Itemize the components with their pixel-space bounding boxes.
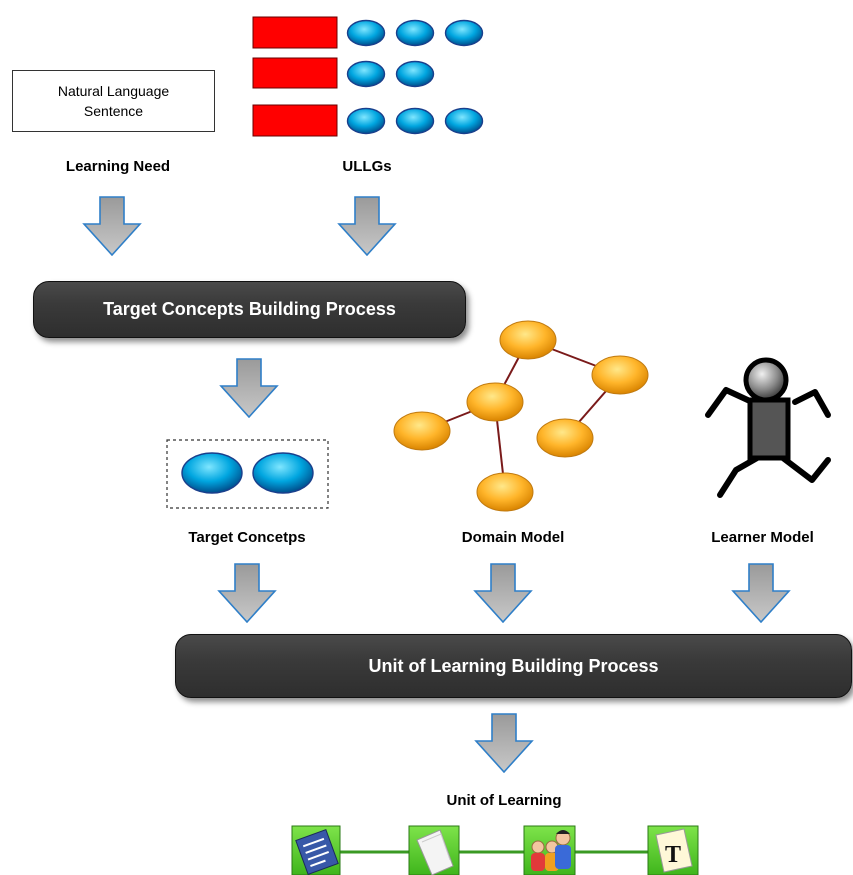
ullg-ellipse <box>395 107 435 135</box>
ullg-ellipse <box>346 107 386 135</box>
ullg-ellipse <box>346 60 386 88</box>
ullgs-graphic <box>252 16 484 137</box>
arrow-down-icon <box>732 563 790 623</box>
domain-model-graph <box>393 320 649 512</box>
ullgs-label: ULLGs <box>342 158 392 175</box>
svg-text:T: T <box>665 842 681 868</box>
ullg-ellipse <box>444 19 484 47</box>
unit-of-learning-label: Unit of Learning <box>446 792 562 809</box>
unit-of-learning-building-process: Unit of Learning Building Process <box>175 634 852 698</box>
target-concepts-graphic <box>166 439 329 509</box>
text-tool-icon: T <box>647 825 699 875</box>
learner-model-label: Learner Model <box>711 529 814 546</box>
ullg-ellipse <box>395 19 435 47</box>
people-icon <box>523 825 576 875</box>
arrow-down-icon <box>220 358 278 418</box>
ullg-rect-2 <box>252 57 338 89</box>
ullg-ellipse <box>395 60 435 88</box>
arrow-down-icon <box>83 196 141 256</box>
ullg-rect-3 <box>252 104 338 137</box>
arrow-down-icon <box>474 563 532 623</box>
domain-model-label: Domain Model <box>461 529 565 546</box>
learning-need-label: Learning Need <box>65 158 171 175</box>
ullg-rect-1 <box>252 16 338 49</box>
ullg-ellipse <box>346 19 386 47</box>
arrow-down-icon <box>475 713 533 773</box>
target-concepts-label: Target Concetps <box>188 529 306 546</box>
target-concepts-building-process: Target Concepts Building Process <box>33 281 466 338</box>
nl-line-2: Sentence <box>83 103 144 119</box>
arrow-down-icon <box>218 563 276 623</box>
unit-of-learning-chain: T <box>291 825 699 875</box>
natural-language-sentence-box: Natural Language Sentence <box>12 70 215 132</box>
arrow-down-icon <box>338 196 396 256</box>
nl-line-1: Natural Language <box>57 83 170 99</box>
document-icon <box>291 825 341 875</box>
blank-page-icon <box>408 825 460 875</box>
ullg-ellipse <box>444 107 484 135</box>
learner-figure-icon <box>705 357 831 498</box>
